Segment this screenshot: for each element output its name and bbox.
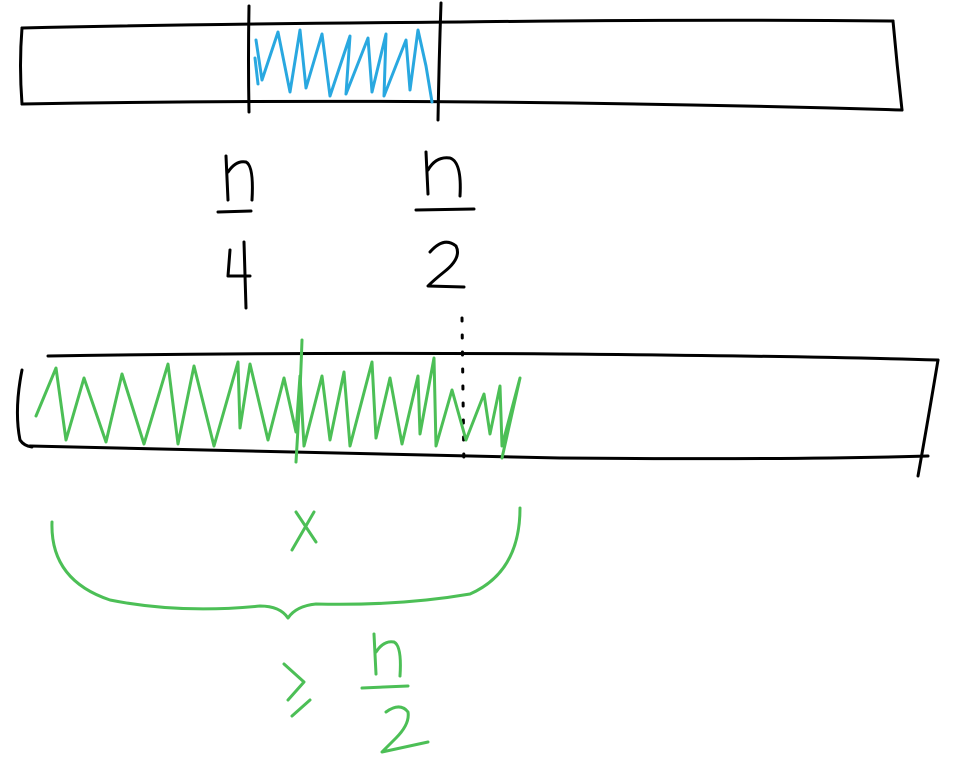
upper-bar-right-edge	[891, 19, 904, 112]
relation-numerator-n-glyph	[372, 632, 402, 678]
upper-array-bar	[19, 1, 904, 122]
upper-hatch-region	[254, 28, 434, 104]
lower-array-bar	[15, 351, 940, 478]
lower-bar-right-edge	[916, 358, 940, 478]
n2-numerator-n-glyph	[424, 150, 462, 198]
relation-fraction-bar	[360, 684, 410, 690]
lower-bar-bottom-edge	[28, 444, 930, 461]
n2-denominator-2-glyph	[426, 240, 466, 289]
geq-symbol-glyph	[282, 662, 312, 718]
relation-denominator-2-glyph	[380, 705, 430, 754]
lower-hatch-region	[34, 356, 522, 460]
upper-bar-top-edge	[20, 18, 895, 30]
n2-dotted-guide	[460, 316, 466, 472]
lower-bar-left-edge	[15, 368, 34, 449]
label-x	[290, 510, 318, 552]
upper-hatch-extra-stroke	[253, 56, 260, 86]
n2-fraction-bar	[414, 207, 476, 212]
n4-denominator-4-glyph	[226, 240, 252, 310]
label-n-over-4	[216, 154, 254, 310]
x-glyph	[290, 510, 318, 552]
lower-bar-top-edge	[46, 351, 940, 362]
label-n-over-2	[414, 150, 476, 289]
label-geq-n-over-2	[282, 632, 430, 754]
upper-bar-left-edge	[19, 26, 24, 106]
n4-fraction-bar	[216, 209, 253, 214]
n4-numerator-n-glyph	[224, 154, 254, 202]
upper-divider-n2	[436, 1, 443, 122]
curly-brace	[50, 506, 522, 620]
lower-hatch-divider	[294, 338, 304, 464]
upper-divider-n4	[247, 4, 251, 114]
upper-bar-bottom-edge	[20, 99, 904, 112]
